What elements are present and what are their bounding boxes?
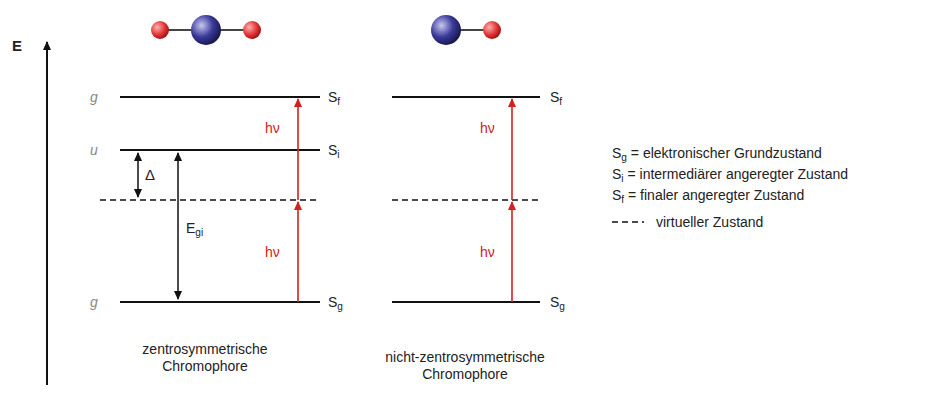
state-label: Sg	[328, 294, 343, 311]
energy-gap-label: Egi	[186, 220, 203, 237]
centrosymmetric-molecule	[151, 15, 261, 45]
caption-label: zentrosymmetrische Chromophore	[125, 341, 285, 375]
legend-note: Sg = elektronischer Grundzustand	[612, 145, 822, 162]
state-label: Si	[328, 142, 340, 159]
symmetry-label: u	[90, 142, 98, 159]
legend-note: Si = intermediärer angeregter Zustand	[612, 166, 848, 183]
symmetry-label: g	[90, 89, 98, 106]
state-label: Sf	[550, 89, 562, 106]
axis-label: E	[12, 37, 22, 55]
photon-label: hν	[265, 244, 280, 261]
legend-text: virtueller Zustand	[656, 214, 763, 231]
virtual-levels	[100, 200, 644, 222]
photon-label: hν	[480, 120, 495, 137]
symmetry-label: g	[90, 294, 98, 311]
energy-axis	[46, 42, 48, 385]
photon-arrows	[298, 99, 512, 302]
non-centrosymmetric-molecule	[431, 15, 501, 45]
state-label: Sf	[328, 89, 340, 106]
state-label: Sg	[550, 294, 565, 311]
detuning-label: Δ	[145, 166, 155, 184]
delta-arrow	[137, 153, 139, 197]
photon-label: hν	[265, 120, 280, 137]
egi-arrow	[177, 153, 179, 299]
legend-note: Sf = finaler angeregter Zustand	[612, 187, 804, 204]
caption-label: nicht-zentrosymmetrische Chromophore	[365, 349, 565, 383]
photon-label: hν	[480, 244, 495, 261]
